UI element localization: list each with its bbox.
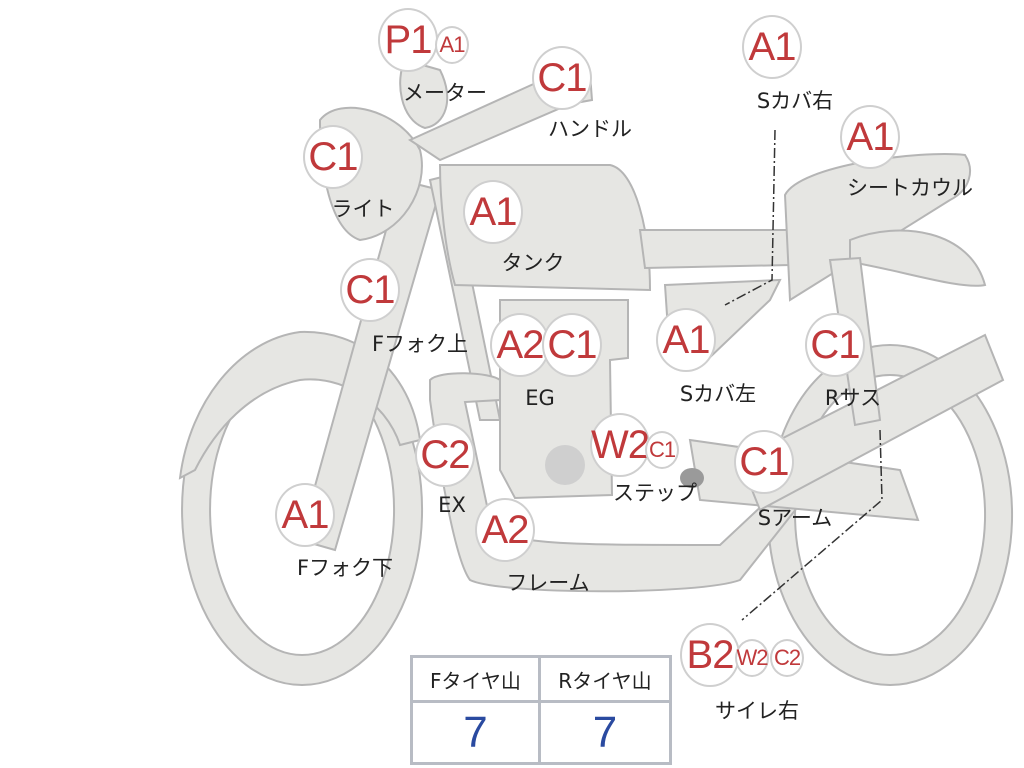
grade-badge: B2 [680, 623, 740, 687]
grade-badge: A1 [435, 26, 469, 64]
part-label: EG [525, 386, 555, 410]
grade-badge: A2 [475, 498, 535, 562]
grade-badge: C1 [645, 431, 679, 469]
grade-badge: A1 [656, 308, 716, 372]
grade-badge: W2 [735, 639, 769, 677]
grade-badge: C1 [542, 313, 602, 377]
front-tyre-value: 7 [410, 700, 541, 765]
part-label: ハンドル [548, 117, 632, 141]
front-tyre-header: Fタイヤ山 [410, 655, 541, 703]
grade-badge: A1 [275, 483, 335, 547]
part-label: タンク [501, 251, 565, 275]
grade-badge: C2 [770, 639, 804, 677]
grade-badge: A1 [840, 105, 900, 169]
grade-badge: C1 [303, 125, 363, 189]
grade-badge: C2 [415, 423, 475, 487]
seat [638, 229, 791, 270]
frame [429, 372, 817, 593]
part-label: ステップ [613, 481, 697, 505]
rear-tyre-value: 7 [537, 700, 673, 765]
part-label: Sカバ右 [756, 89, 834, 113]
part-label: EX [438, 493, 466, 517]
part-label: シートカウル [847, 176, 973, 200]
tyre-tread-table: Fタイヤ山 Rタイヤ山 7 7 [410, 655, 673, 765]
meter-shape [399, 58, 449, 130]
grade-badge: C1 [532, 46, 592, 110]
part-label: メーター [403, 81, 487, 105]
part-label: ライト [331, 197, 395, 221]
part-label: Rサス [824, 386, 882, 410]
part-label: Fフォク上 [371, 332, 469, 356]
grade-badge: W2 [590, 413, 650, 477]
grade-badge: A1 [742, 15, 802, 79]
part-label: Sカバ左 [679, 382, 757, 406]
part-label: Sアーム [757, 506, 833, 530]
grade-badge: A1 [463, 180, 523, 244]
grade-badge: C1 [734, 430, 794, 494]
grade-badge: C1 [340, 258, 400, 322]
part-label: Fフォク下 [296, 556, 394, 580]
part-label: サイレ右 [715, 699, 799, 723]
grade-badge: A2 [490, 313, 550, 377]
rear-tyre-header: Rタイヤ山 [537, 655, 673, 703]
grade-badge: C1 [805, 313, 865, 377]
part-label: フレーム [506, 571, 590, 595]
grade-badge: P1 [378, 8, 438, 72]
